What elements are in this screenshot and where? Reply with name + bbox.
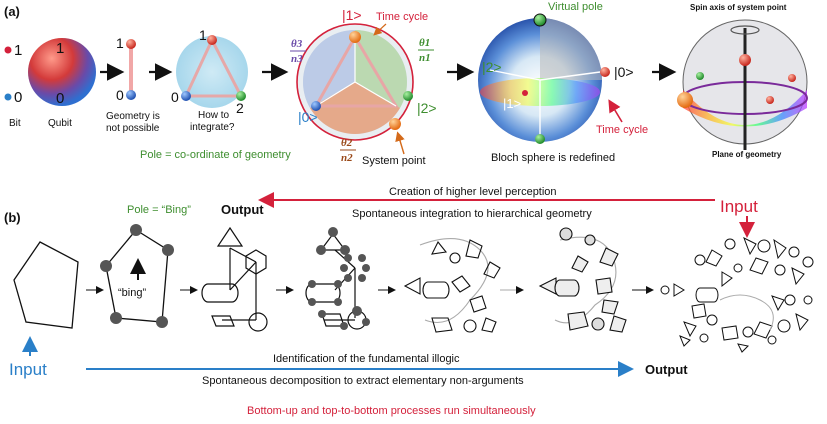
bit-one-dot xyxy=(4,46,12,54)
pole-bing-label: Pole = “Bing” xyxy=(127,204,191,216)
tri-ball-one xyxy=(207,35,217,45)
theta1-label: θ1 xyxy=(419,37,430,49)
bottom-line-2: Spontaneous decomposition to extract ele… xyxy=(202,375,524,387)
tri-ball-two xyxy=(236,91,246,101)
footer-caption: Bottom-up and top-to-bottom processes ru… xyxy=(247,405,536,417)
theta2-label: θ2 xyxy=(341,137,353,149)
qubit-sphere xyxy=(28,38,96,106)
spin-ball-top xyxy=(739,54,751,66)
cycle-spoke-3 xyxy=(354,81,397,107)
system-point-label: System point xyxy=(362,155,426,167)
polygon-cluster-2 xyxy=(538,227,627,333)
pole-caption: Pole = co-ordinate of geometry xyxy=(140,149,291,161)
pentagon-shape xyxy=(13,241,79,329)
time-cycle-pointer xyxy=(373,23,387,36)
input-bottom-label: Input xyxy=(9,360,47,379)
bit-one-label: 1 xyxy=(14,42,22,59)
tri-zero-label: 0 xyxy=(171,89,179,105)
spin-ball-right xyxy=(788,74,796,82)
bloch-ball-0 xyxy=(600,67,610,77)
pole-network xyxy=(305,227,370,330)
polygon-cluster-dense xyxy=(660,236,814,353)
tri-ball-zero xyxy=(181,91,191,101)
sector-green xyxy=(355,30,407,108)
cycle-ball-right xyxy=(403,91,413,101)
spin-ball-front xyxy=(766,96,774,104)
triangle-outline xyxy=(183,36,244,98)
cycle-triangle xyxy=(313,34,399,108)
triangle-disc xyxy=(176,36,248,108)
qubit-zero-label: 0 xyxy=(56,90,64,107)
qubit-caption: Qubit xyxy=(48,118,72,129)
bloch-ket1-label: |1> xyxy=(503,96,521,111)
sector-blue xyxy=(303,30,355,108)
qubit-one-label: 1 xyxy=(56,40,64,57)
line-zero-label: 0 xyxy=(116,87,124,103)
cycle-ball-left xyxy=(311,101,321,111)
bottom-line-1: Identification of the fundamental illogi… xyxy=(273,353,460,365)
system-point-ball xyxy=(389,118,401,130)
n2-label: n2 xyxy=(341,152,353,164)
spin-ball-left xyxy=(696,72,704,80)
plane-geometry-label: Plane of geometry xyxy=(712,150,782,159)
ket1-label: |1> xyxy=(342,7,362,23)
input-top-label: Input xyxy=(720,197,758,216)
virtual-pole-ball xyxy=(533,13,547,27)
bloch-ket2-label: |2> xyxy=(482,59,502,75)
bloch-axis-2 xyxy=(489,69,541,81)
pole-one-ball xyxy=(126,39,136,49)
system-point-pointer xyxy=(395,131,405,155)
spin-axis-rotation xyxy=(730,25,760,35)
line-one-label: 1 xyxy=(116,35,124,51)
pole-zero-ball xyxy=(126,90,136,100)
polygon-cluster-1 xyxy=(403,238,501,333)
cycle-ball-top xyxy=(349,31,361,43)
cycle-spoke-2 xyxy=(315,81,356,107)
time-cycle-label: Time cycle xyxy=(376,11,428,23)
shape-network xyxy=(201,226,268,332)
tri-one-label: 1 xyxy=(199,27,207,43)
ket2-label: |2> xyxy=(417,100,437,116)
bloch-caption: Bloch sphere is redefined xyxy=(491,152,615,164)
top-line-1: Creation of higher level perception xyxy=(389,186,557,198)
bloch-ball-bottom xyxy=(535,134,545,144)
bing-label: “bing” xyxy=(118,287,146,299)
line-caption-1: Geometry is xyxy=(106,111,160,122)
n1-label: n1 xyxy=(419,52,431,64)
bloch-axis-0 xyxy=(539,71,601,81)
pole-pentagon-shape xyxy=(105,229,169,323)
ket0-label: |0> xyxy=(298,109,318,125)
bit-caption: Bit xyxy=(9,118,21,129)
panel-a-label: (a) xyxy=(4,4,20,19)
theta3-label: θ3 xyxy=(291,38,303,50)
output-top-label: Output xyxy=(221,202,264,217)
virtual-pole-label: Virtual pole xyxy=(548,1,603,13)
top-line-2: Spontaneous integration to hierarchical … xyxy=(352,208,592,220)
tri-two-label: 2 xyxy=(236,100,244,116)
panel-b-label: (b) xyxy=(4,210,21,225)
plane-of-geometry-band xyxy=(683,90,807,127)
output-bottom-label: Output xyxy=(645,362,688,377)
bit-zero-dot xyxy=(4,93,12,101)
spin-system-point xyxy=(677,92,693,108)
pentagon-poles xyxy=(100,224,174,328)
tri-caption-1: How to xyxy=(198,110,230,121)
bloch-time-cycle-pointer xyxy=(608,99,623,123)
spin-axis-label: Spin axis of system point xyxy=(690,3,787,12)
tri-caption-2: integrate? xyxy=(190,122,235,133)
bloch-shadow-wedge xyxy=(540,18,602,80)
bit-zero-label: 0 xyxy=(14,89,22,106)
n3-label: n3 xyxy=(291,53,303,65)
bloch-ball-center xyxy=(522,90,528,96)
sector-orange xyxy=(310,82,400,134)
bloch-time-cycle-label: Time cycle xyxy=(596,124,648,136)
line-caption-2: not possible xyxy=(106,123,160,134)
bloch-ket0-label: |0> xyxy=(614,64,634,80)
